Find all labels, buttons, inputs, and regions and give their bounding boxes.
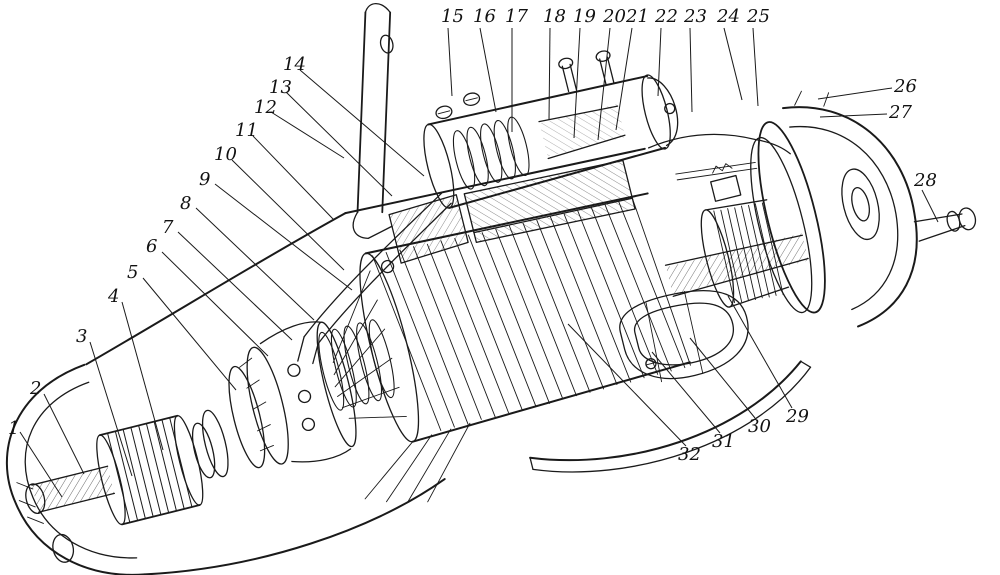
callout-18: 18 bbox=[543, 6, 566, 27]
callout-4: 4 bbox=[108, 286, 120, 307]
callout-17: 17 bbox=[505, 6, 528, 27]
callout-9: 9 bbox=[199, 169, 211, 190]
callout-29: 29 bbox=[786, 406, 809, 427]
callout-25: 25 bbox=[747, 6, 770, 27]
callout-28: 28 bbox=[914, 170, 937, 191]
terminal-stud bbox=[913, 207, 977, 242]
callout-6: 6 bbox=[146, 236, 158, 257]
callout-10: 10 bbox=[214, 144, 237, 165]
callout-12: 12 bbox=[254, 97, 277, 118]
callout-24: 24 bbox=[717, 6, 740, 27]
callout-27: 27 bbox=[889, 102, 912, 123]
brush-end-shield bbox=[750, 121, 826, 314]
callout-21: 21 bbox=[626, 6, 649, 27]
callout-7: 7 bbox=[162, 217, 174, 238]
callout-31: 31 bbox=[712, 431, 735, 452]
callout-3: 3 bbox=[76, 326, 88, 347]
mounting-bracket bbox=[352, 2, 394, 240]
pinion-gear bbox=[96, 409, 229, 526]
callout-16: 16 bbox=[473, 6, 496, 27]
callout-13: 13 bbox=[269, 77, 292, 98]
callout-8: 8 bbox=[180, 193, 192, 214]
callout-1: 1 bbox=[8, 418, 20, 439]
leader-lines bbox=[19, 27, 939, 498]
solenoid-contact-bolts bbox=[558, 50, 615, 93]
brush bbox=[710, 174, 742, 202]
commutator bbox=[700, 163, 790, 308]
overrunning-clutch bbox=[228, 321, 357, 469]
callout-22: 22 bbox=[655, 6, 678, 27]
field-coil bbox=[344, 147, 646, 264]
solenoid-cover-screws bbox=[435, 92, 481, 120]
callout-30: 30 bbox=[748, 416, 771, 437]
solenoid bbox=[423, 50, 679, 209]
lower-field-coil bbox=[619, 290, 749, 383]
drive-end-housing bbox=[5, 212, 446, 575]
callout-26: 26 bbox=[894, 76, 917, 97]
callout-20: 20 bbox=[603, 6, 626, 27]
armature-shaft-tip bbox=[25, 465, 115, 515]
protective-cap bbox=[782, 90, 918, 328]
callout-19: 19 bbox=[573, 6, 596, 27]
housing-shell bbox=[529, 133, 812, 473]
callout-11: 11 bbox=[235, 120, 258, 141]
callout-2: 2 bbox=[30, 378, 42, 399]
callout-15: 15 bbox=[441, 6, 464, 27]
callout-32: 32 bbox=[678, 444, 701, 465]
solenoid-spring bbox=[452, 116, 530, 190]
callout-23: 23 bbox=[684, 6, 707, 27]
callout-5: 5 bbox=[127, 262, 139, 283]
callout-14: 14 bbox=[283, 54, 306, 75]
